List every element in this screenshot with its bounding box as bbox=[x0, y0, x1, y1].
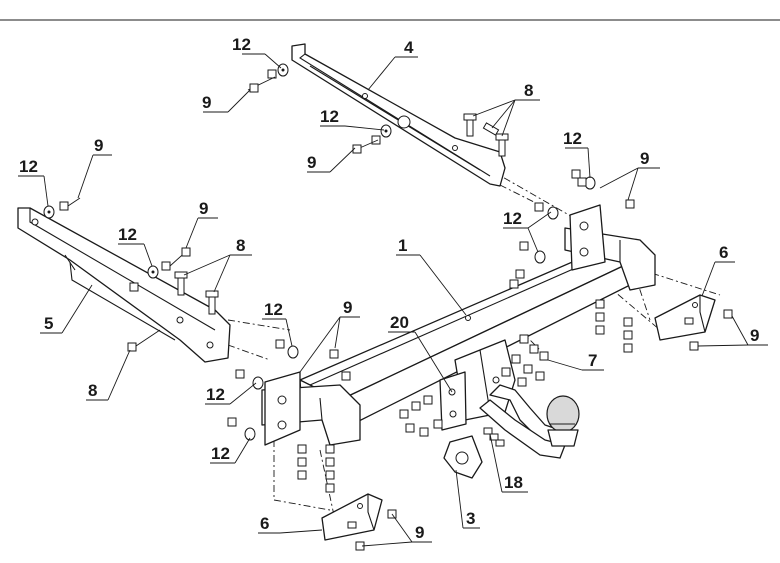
leader-lines bbox=[18, 53, 768, 547]
callout-12: 12 bbox=[503, 209, 522, 228]
callout-9: 9 bbox=[307, 153, 316, 172]
socket-plate-3 bbox=[443, 435, 483, 479]
fasteners-18 bbox=[483, 427, 505, 447]
side-bracket-6-right bbox=[654, 294, 733, 351]
fasteners-bracket-4 bbox=[247, 63, 392, 154]
callout-12: 12 bbox=[118, 225, 137, 244]
callout-3: 3 bbox=[466, 509, 475, 528]
callout-12: 12 bbox=[320, 107, 339, 126]
callout-labels: 12 4 9 8 12 9 12 9 12 9 12 9 12 1 8 6 5 … bbox=[19, 35, 759, 542]
callout-12: 12 bbox=[232, 35, 251, 54]
callout-12: 12 bbox=[264, 300, 283, 319]
callout-8: 8 bbox=[88, 381, 97, 400]
bracket-4 bbox=[291, 43, 506, 187]
callout-12: 12 bbox=[563, 129, 582, 148]
fasteners-20 bbox=[399, 395, 443, 437]
bracket-5-hole-a bbox=[206, 341, 214, 349]
callout-12: 12 bbox=[19, 157, 38, 176]
bolts-8-top bbox=[463, 113, 509, 157]
callout-7: 7 bbox=[588, 351, 597, 370]
tow-ball bbox=[546, 395, 580, 433]
callout-9: 9 bbox=[94, 136, 103, 155]
callout-1: 1 bbox=[398, 236, 407, 255]
callout-6: 6 bbox=[719, 243, 728, 262]
callout-9: 9 bbox=[640, 149, 649, 168]
tow-ball-arm bbox=[479, 384, 580, 459]
callout-9: 9 bbox=[199, 199, 208, 218]
bolts-8-left bbox=[127, 271, 219, 352]
bracket-4-hole bbox=[397, 115, 411, 129]
center-mount-7 bbox=[439, 339, 516, 431]
callout-12: 12 bbox=[211, 444, 230, 463]
bracket-5 bbox=[17, 207, 231, 363]
callout-9: 9 bbox=[343, 298, 352, 317]
callout-9: 9 bbox=[202, 93, 211, 112]
stacked-nuts bbox=[297, 299, 633, 493]
fasteners-7 bbox=[501, 334, 549, 387]
fasteners-left-lower bbox=[227, 339, 351, 441]
callout-9: 9 bbox=[750, 326, 759, 345]
callout-5: 5 bbox=[44, 314, 53, 333]
callout-20: 20 bbox=[390, 313, 409, 332]
callout-4: 4 bbox=[404, 38, 414, 57]
side-bracket-6-lower bbox=[321, 493, 397, 551]
fasteners-right-upper bbox=[509, 169, 635, 289]
callout-9: 9 bbox=[415, 523, 424, 542]
callout-18: 18 bbox=[504, 473, 523, 492]
fasteners-left-upper bbox=[43, 197, 191, 279]
callout-8: 8 bbox=[236, 236, 245, 255]
callout-6: 6 bbox=[260, 514, 269, 533]
main-crossbeam-1 bbox=[261, 204, 656, 446]
callout-8: 8 bbox=[524, 81, 533, 100]
callout-12: 12 bbox=[206, 385, 225, 404]
